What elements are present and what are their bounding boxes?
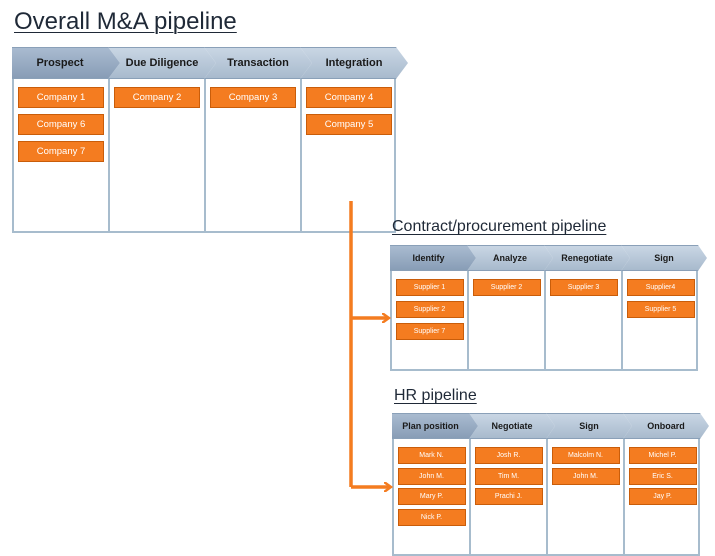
stage-header-onboard: Onboard [623,413,709,439]
pipeline-card[interactable]: Mary P. [397,488,466,505]
pipeline-card[interactable]: Supplier4 [626,279,695,296]
pipeline-card[interactable]: Nick P. [397,508,466,526]
pipeline-card[interactable]: Josh R. [474,447,543,464]
pipeline-card[interactable]: Supplier 5 [626,301,695,318]
pipeline-card[interactable]: Malcolm N. [551,447,620,464]
pipeline-card[interactable]: Supplier 1 [395,279,464,296]
pipeline-card[interactable]: John M. [397,467,466,485]
pipeline-card[interactable]: Company 7 [18,141,104,162]
pipeline-card[interactable]: Michel P. [628,447,697,464]
pipeline-card[interactable]: Company 2 [114,87,200,108]
pipeline-connector [349,201,715,539]
pipeline-card[interactable]: Mark N. [397,447,466,464]
stage-header-plan-position: Plan position [392,413,478,439]
stage-header-sign: Sign [546,413,632,439]
stage-header-renegotiate: Renegotiate [544,245,630,271]
pipeline-card[interactable]: Supplier 2 [472,279,541,296]
stage-header-prospect: Prospect [12,47,120,79]
stage-header-due-diligence: Due Diligence [108,47,216,79]
pipeline-card[interactable]: Eric S. [628,467,697,485]
hr-pipeline-title: HR pipeline [394,387,477,404]
pipeline-card[interactable]: Supplier 2 [395,301,464,318]
stage-header-integration: Integration [300,47,408,79]
pipeline-card[interactable]: Company 6 [18,114,104,135]
pipeline-card[interactable]: Company 5 [306,114,392,135]
pipeline-card[interactable]: Tim M. [474,467,543,485]
stage-header-negotiate: Negotiate [469,413,555,439]
pipeline-card[interactable]: Prachi J. [474,488,543,505]
stage-header-analyze: Analyze [467,245,553,271]
pipeline-card[interactable]: Company 3 [210,87,296,108]
stage-header-sign: Sign [621,245,707,271]
pipeline-card[interactable]: Supplier 7 [395,323,464,340]
pipeline-card[interactable]: Company 4 [306,87,392,108]
pipeline-card[interactable]: Company 1 [18,87,104,108]
pipeline-card[interactable]: Supplier 3 [549,279,618,296]
overall-pipeline-title: Overall M&A pipeline [14,8,237,35]
stage-header-transaction: Transaction [204,47,312,79]
procurement-pipeline-title: Contract/procurement pipeline [392,218,607,235]
pipeline-card[interactable]: Jay P. [628,488,697,505]
stage-header-identify: Identify [390,245,476,271]
pipeline-card[interactable]: John M. [551,467,620,485]
